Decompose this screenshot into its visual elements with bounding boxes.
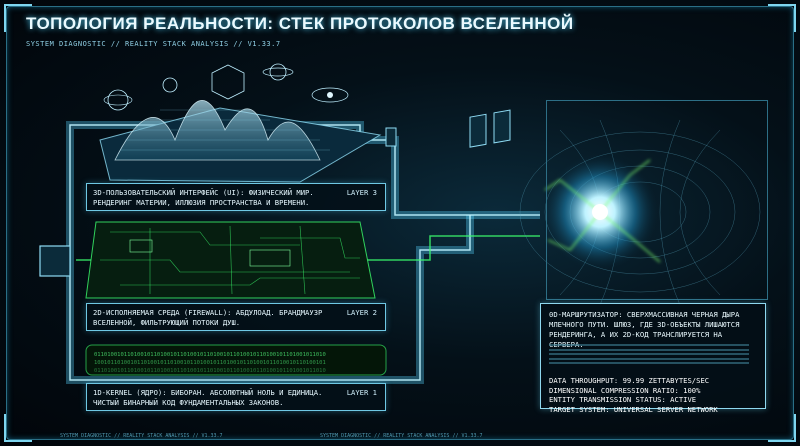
stat-throughput: DATA THROUGHPUT: 99.99 ZETTABYTES/SEC — [549, 376, 757, 386]
layer1-text: 1D-KERNEL (ЯДРО): БИБОРАН. АБСОЛЮТНЫЙ НО… — [93, 388, 343, 408]
stat-compression: DIMENSIONAL COMPRESSION RATIO: 100% — [549, 386, 757, 396]
junction-box — [40, 246, 70, 276]
fine-print-lines — [549, 344, 749, 367]
svg-text:011010010110100101101001011010: 0110100101101001011010010110100101101001… — [94, 368, 326, 374]
layer1-tag: LAYER 1 — [347, 388, 377, 398]
layer2-circuit-board — [86, 222, 375, 298]
layer2-info-panel: 2D-ИСПОЛНЯЕМАЯ СРЕДА (FIREWALL): АБДУЛОА… — [86, 303, 386, 331]
layer1-binary-stream: 0110100101101001011010010110100101101001… — [86, 345, 386, 375]
svg-text:100101101001011010010110100101: 1001011010010110100101101001011010010110… — [94, 360, 326, 366]
footer-center: SYSTEM DIAGNOSTIC // REALITY STACK ANALY… — [320, 433, 483, 439]
stat-target: TARGET SYSTEM: UNIVERSAL SERVER NETWORK — [549, 405, 757, 415]
stat-transmission: ENTITY TRANSMISSION STATUS: ACTIVE — [549, 395, 757, 405]
router-info-panel: 0D-МАРШРУТИЗАТОР: СВЕРХМАССИВНАЯ ЧЕРНАЯ … — [540, 303, 766, 409]
router-viewport-frame — [546, 100, 768, 300]
footer-left: SYSTEM DIAGNOSTIC // REALITY STACK ANALY… — [60, 433, 223, 439]
layer1-info-panel: 1D-KERNEL (ЯДРО): БИБОРАН. АБСОЛЮТНЫЙ НО… — [86, 383, 386, 411]
layer2-text: 2D-ИСПОЛНЯЕМАЯ СРЕДА (FIREWALL): АБДУЛОА… — [93, 308, 343, 328]
layer3-info-panel: 3D-ПОЛЬЗОВАТЕЛЬСКИЙ ИНТЕРФЕЙС (UI): ФИЗИ… — [86, 183, 386, 211]
svg-text:011010010110100101101001011010: 0110100101101001011010010110100101101001… — [94, 352, 326, 358]
layer2-tag: LAYER 2 — [347, 308, 377, 318]
layer3-tag: LAYER 3 — [347, 188, 377, 198]
layer3-text: 3D-ПОЛЬЗОВАТЕЛЬСКИЙ ИНТЕРФЕЙС (UI): ФИЗИ… — [93, 188, 343, 208]
router-stats: DATA THROUGHPUT: 99.99 ZETTABYTES/SEC DI… — [549, 376, 757, 414]
